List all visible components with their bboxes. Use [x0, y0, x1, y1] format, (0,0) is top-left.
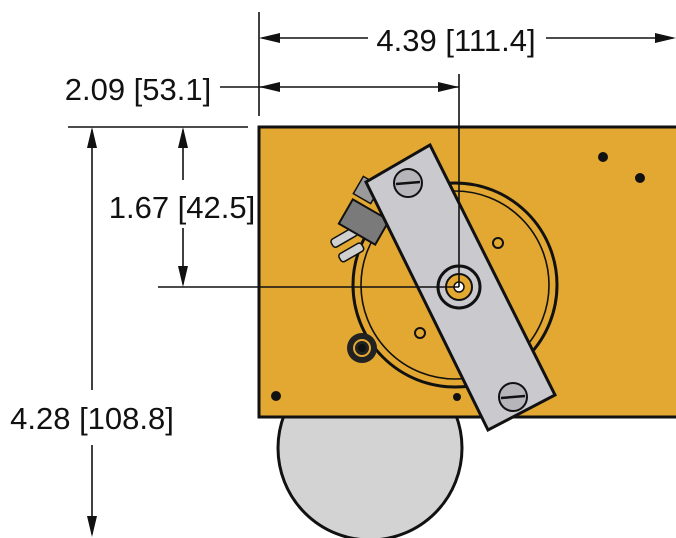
shaft-offset-x-arrow-left: [259, 82, 280, 92]
knob-ring: [353, 339, 371, 357]
bracket-screw-top-slot: [395, 180, 421, 186]
shaft-offset-x-arrow-right: [438, 82, 459, 92]
overall-height-arrow-bottom: [87, 516, 97, 537]
dimension-shaft-offset-x: 2.09 [53.1]: [65, 72, 459, 107]
plate-hole-bottom-mid: [453, 393, 461, 401]
terminal-body: [337, 198, 391, 246]
gear-hole-lower: [414, 327, 426, 339]
gear-wheel: [351, 181, 559, 389]
knob-center: [358, 344, 366, 352]
shaft-offset-y-label: 1.67 [42.5]: [109, 190, 256, 225]
gear-hole-upper: [492, 237, 504, 249]
dimension-shaft-offset-y: 1.67 [42.5]: [109, 127, 256, 287]
overall-width-arrow-left: [259, 33, 280, 43]
overall-width-arrow-right: [655, 33, 676, 43]
gear-wheel-inner: [360, 190, 550, 380]
overall-height-label: 4.28 [108.8]: [10, 401, 174, 436]
plate-holes: [271, 152, 645, 401]
shaft-offset-y-arrow-bottom: [178, 266, 188, 287]
plate-hole-top-right-2: [635, 173, 645, 183]
plate-hole-top-right-1: [598, 152, 608, 162]
terminal-pin-2: [338, 242, 365, 263]
knob: [347, 333, 377, 363]
dimension-overall-height: 4.28 [108.8]: [10, 127, 174, 537]
plate-hole-bottom-left: [271, 391, 281, 401]
dimension-overall-width: 4.39 [111.4]: [259, 23, 676, 58]
overall-width-label: 4.39 [111.4]: [376, 23, 535, 58]
shaft-offset-y-arrow-top: [178, 127, 188, 148]
bracket-screw-bottom-slot: [500, 394, 526, 400]
overall-height-arrow-top: [87, 127, 97, 148]
shaft-offset-x-label: 2.09 [53.1]: [65, 72, 212, 107]
gear-wheel-outer: [351, 181, 559, 389]
